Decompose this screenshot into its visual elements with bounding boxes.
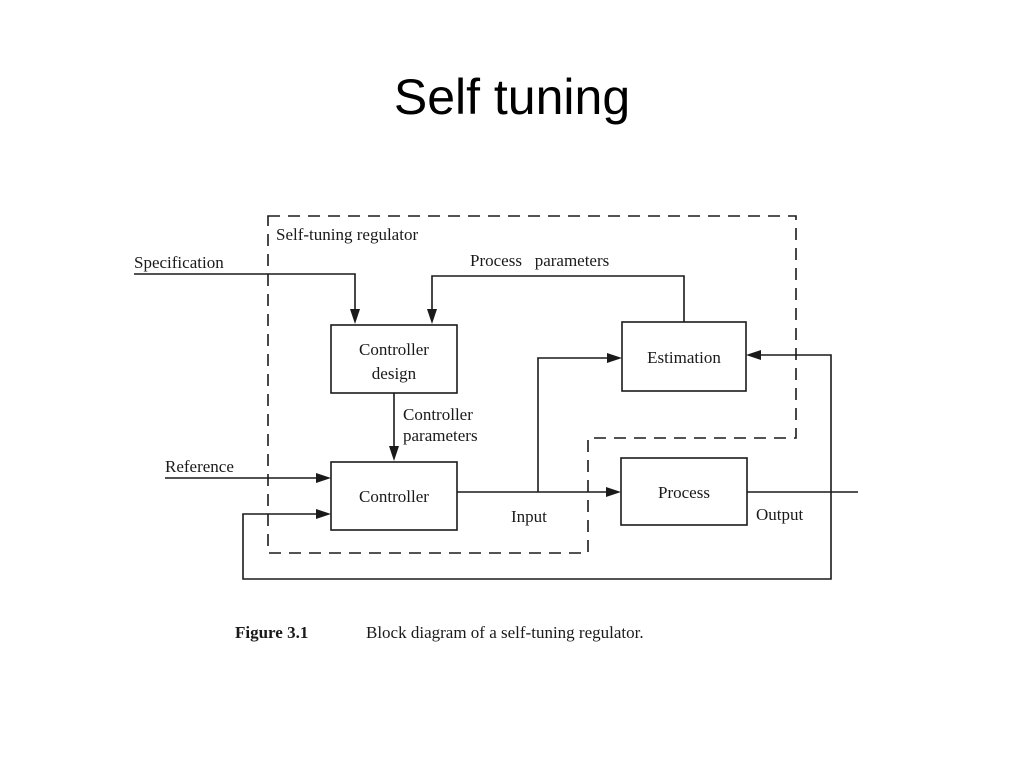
process-parameters-arrowhead [427,309,437,324]
process-parameters-line [431,275,685,322]
output-to-estimation-line [753,354,832,492]
controller-label: Controller [359,487,429,506]
controller-parameters-label-line1: Controller [403,405,473,424]
estimation-block [621,321,747,392]
reference-label: Reference [165,457,234,476]
reference-arrowhead [316,473,331,483]
output-feedback-arrowhead [316,509,331,519]
process-block [620,457,748,526]
specification-label: Specification [134,253,224,272]
controller-block [330,461,458,531]
output-label: Output [756,505,804,524]
controller-parameters-label-line2: parameters [403,426,478,445]
input-to-estimation-arrowhead [607,353,622,363]
self-tuning-regulator-label: Self-tuning regulator [276,225,418,244]
input-arrowhead [606,487,621,497]
process-label: Process [658,483,710,502]
slide-title: Self tuning [393,69,631,125]
figure-caption: Block diagram of a self-tuning regulator… [366,623,644,642]
controller-design-block [330,324,458,394]
self-tuning-regulator-boundary [267,215,797,554]
output-to-estimation-arrowhead [746,350,761,360]
specification-line [134,273,356,318]
input-to-estimation-line [537,357,615,492]
figure-number: Figure 3.1 [235,623,308,642]
input-label: Input [511,507,547,526]
controller-parameters-arrowhead [389,446,399,461]
estimation-label: Estimation [647,348,721,367]
controller-design-label-line1: Controller [359,340,429,359]
output-feedback-line [242,492,832,580]
controller-design-label-line2: design [372,364,417,383]
specification-arrowhead [350,309,360,324]
process-parameters-label: Process parameters [470,251,609,270]
